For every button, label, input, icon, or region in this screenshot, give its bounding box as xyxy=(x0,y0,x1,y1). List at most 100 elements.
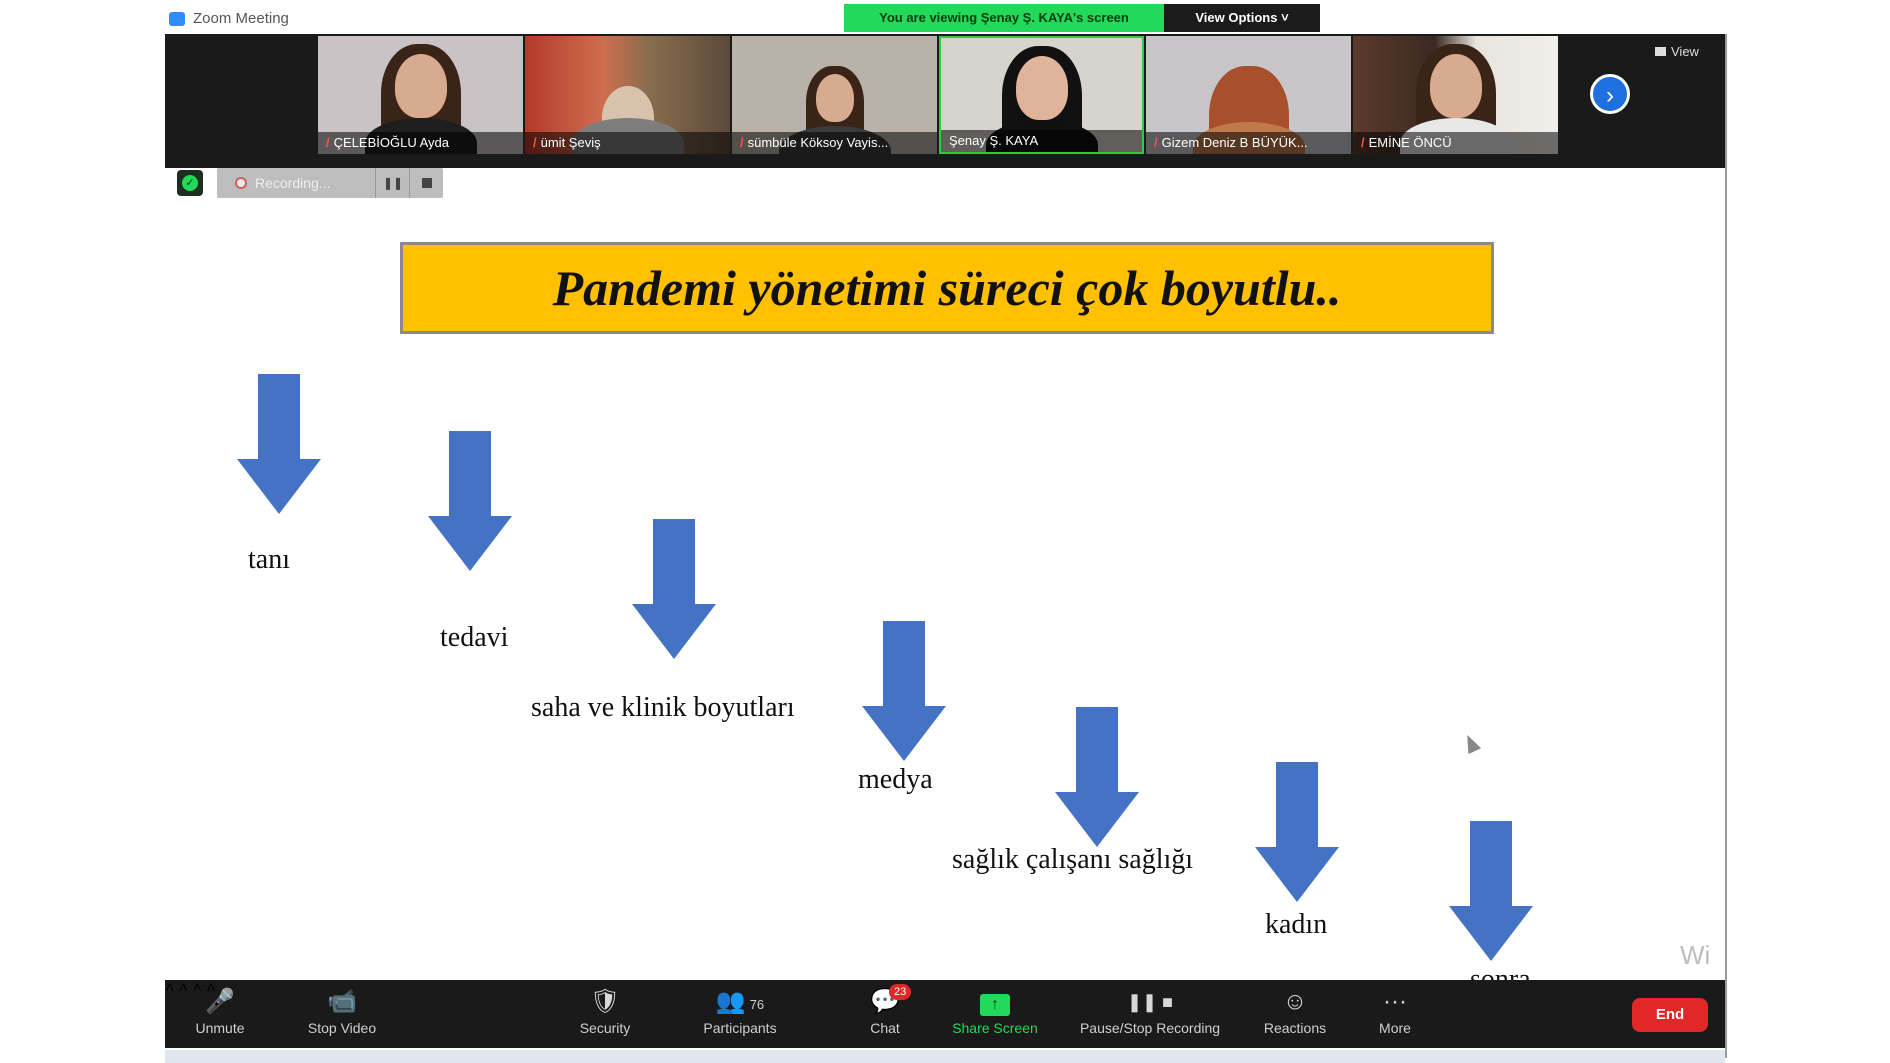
share-screen-icon: ↑ xyxy=(980,994,1010,1016)
more-button[interactable]: ··· More xyxy=(1360,986,1430,1036)
down-arrow-icon xyxy=(632,519,716,659)
window-titlebar: Zoom Meeting xyxy=(165,4,1725,34)
participant-name-label: Şenay Ş. KAYA xyxy=(941,130,1142,152)
pause-stop-recording-label: Pause/Stop Recording xyxy=(1079,1020,1221,1036)
participants-button[interactable]: 👥76 Participants xyxy=(690,986,790,1036)
window-title: Zoom Meeting xyxy=(193,10,289,27)
participant-tile[interactable]: /ümit Şeviş xyxy=(525,36,730,154)
reactions-smiley-icon: ☺ xyxy=(1282,988,1308,1015)
stop-video-label: Stop Video xyxy=(307,1020,377,1036)
down-arrow-icon xyxy=(237,374,321,514)
pause-stop-recording-button[interactable]: ❚❚ ■ Pause/Stop Recording xyxy=(1065,986,1235,1036)
unmute-label: Unmute xyxy=(195,1020,245,1036)
slide-title: Pandemi yönetimi süreci çok boyutlu.. xyxy=(552,260,1342,316)
down-arrow-icon xyxy=(428,431,512,571)
participant-name: Şenay Ş. KAYA xyxy=(949,133,1039,148)
down-arrow-icon xyxy=(1055,707,1139,847)
muted-mic-icon: / xyxy=(1154,135,1158,150)
share-screen-button[interactable]: ↑ Share Screen xyxy=(945,986,1045,1036)
participants-icon: 👥76 xyxy=(690,986,790,1018)
share-options-caret-icon[interactable]: ˄ xyxy=(206,980,216,997)
shield-check-icon: ✓ xyxy=(182,175,198,191)
participant-name: Gizem Deniz B BÜYÜK... xyxy=(1161,135,1308,150)
recording-indicator: Recording... ❚❚ xyxy=(217,168,443,198)
meeting-info-shield-button[interactable]: ✓ xyxy=(177,170,203,196)
security-button[interactable]: 🛡 Security xyxy=(565,986,645,1036)
video-options-caret-icon[interactable]: ˄ xyxy=(178,980,189,997)
slide-item-label: sağlık çalışanı sağlığı xyxy=(952,844,1194,875)
down-arrow-icon xyxy=(1449,821,1533,961)
slide-item-label: kadın xyxy=(1265,909,1328,940)
screen-share-banner: You are viewing Şenay Ş. KAYA's screen V… xyxy=(844,4,1320,32)
slide-item-label: saha ve klinik boyutları xyxy=(531,692,795,723)
participant-face xyxy=(1429,54,1482,118)
participants-label: Participants xyxy=(703,1020,777,1036)
pause-recording-icon[interactable]: ❚❚ xyxy=(375,168,410,198)
muted-mic-icon: / xyxy=(740,135,744,150)
participant-tile[interactable]: /Gizem Deniz B BÜYÜK... xyxy=(1146,36,1351,154)
participant-tile[interactable]: /sümbüle Köksoy Vayis... xyxy=(732,36,937,154)
pause-stop-icon: ❚❚ ■ xyxy=(1126,992,1174,1012)
chat-button[interactable]: 💬 23 Chat xyxy=(855,984,915,1036)
reactions-label: Reactions xyxy=(1263,1020,1327,1036)
participant-face xyxy=(815,74,854,122)
down-arrow-icon xyxy=(1255,762,1339,902)
zoom-logo-icon xyxy=(169,12,185,26)
more-dots-icon: ··· xyxy=(1383,988,1407,1015)
slide-item-label: sonra xyxy=(1470,964,1531,980)
participant-face xyxy=(1015,56,1068,120)
participants-caret-icon[interactable]: ˄ xyxy=(192,980,202,997)
mouse-cursor-icon xyxy=(1460,731,1482,755)
chat-label: Chat xyxy=(870,1020,900,1036)
participant-tile[interactable]: /EMİNE ÖNCÜ xyxy=(1353,36,1558,154)
down-arrow-icon xyxy=(862,621,946,761)
next-page-chevron-icon[interactable]: › xyxy=(1590,74,1630,114)
people-icon: 👥 xyxy=(715,988,746,1015)
end-meeting-button[interactable]: End xyxy=(1632,998,1708,1032)
shield-icon: 🛡 xyxy=(589,988,621,1015)
participant-face xyxy=(394,54,447,118)
unmute-button[interactable]: 🎤 Unmute xyxy=(185,986,255,1036)
share-screen-label: Share Screen xyxy=(952,1020,1038,1036)
video-camera-icon: 📹 xyxy=(327,988,357,1015)
reactions-button[interactable]: ☺ Reactions xyxy=(1250,986,1340,1036)
participant-name-label: /EMİNE ÖNCÜ xyxy=(1353,132,1558,154)
participant-name: ümit Şeviş xyxy=(540,135,601,150)
windows-activation-watermark: Wi xyxy=(1680,940,1711,970)
os-taskbar xyxy=(165,1050,1725,1063)
participant-tile[interactable]: /ÇELEBİOĞLU Ayda xyxy=(318,36,523,154)
chat-unread-badge: 23 xyxy=(889,984,912,1000)
participant-name: ÇELEBİOĞLU Ayda xyxy=(333,135,449,150)
participant-name-label: /ÇELEBİOĞLU Ayda xyxy=(318,132,523,154)
participant-name-label: /sümbüle Köksoy Vayis... xyxy=(732,132,937,154)
audio-options-caret-icon[interactable]: ˄ xyxy=(165,980,175,997)
recording-label: Recording... xyxy=(255,175,331,191)
view-button[interactable]: View xyxy=(1655,44,1699,59)
recording-dot-icon xyxy=(235,177,247,189)
viewing-screen-message: You are viewing Şenay Ş. KAYA's screen xyxy=(844,4,1164,32)
participant-name-label: /ümit Şeviş xyxy=(525,132,730,154)
stop-video-button[interactable]: 📹 Stop Video xyxy=(297,986,387,1036)
participant-name: EMİNE ÖNCÜ xyxy=(1368,135,1452,150)
participant-tile-active-speaker[interactable]: Şenay Ş. KAYA xyxy=(939,36,1144,154)
slide-item-label: medya xyxy=(858,764,933,795)
zoom-window: /ÇELEBİOĞLU Ayda /ümit Şeviş /sümbüle Kö… xyxy=(165,34,1727,1058)
video-gallery-strip: /ÇELEBİOĞLU Ayda /ümit Şeviş /sümbüle Kö… xyxy=(165,34,1725,168)
view-options-button[interactable]: View Options ˅ xyxy=(1164,4,1320,32)
view-grid-icon xyxy=(1655,47,1666,56)
meeting-controls-toolbar: 🎤 Unmute ˄ 📹 Stop Video ˄ 🛡 Security 👥76… xyxy=(165,980,1725,1048)
slide-title-box: Pandemi yönetimi süreci çok boyutlu.. xyxy=(400,242,1494,334)
muted-mic-icon: / xyxy=(533,135,537,150)
muted-mic-icon: / xyxy=(1361,135,1365,150)
view-label: View xyxy=(1671,44,1699,59)
participant-name-label: /Gizem Deniz B BÜYÜK... xyxy=(1146,132,1351,154)
slide-item-label: tanı xyxy=(248,544,290,575)
participant-name: sümbüle Köksoy Vayis... xyxy=(747,135,889,150)
muted-mic-icon: / xyxy=(326,135,330,150)
security-label: Security xyxy=(579,1020,631,1036)
slide-item-label: tedavi xyxy=(440,622,509,653)
stop-recording-icon[interactable] xyxy=(409,168,444,198)
muted-microphone-icon: 🎤 xyxy=(205,988,235,1015)
participant-count: 76 xyxy=(749,997,765,1012)
more-label: More xyxy=(1379,1020,1411,1036)
